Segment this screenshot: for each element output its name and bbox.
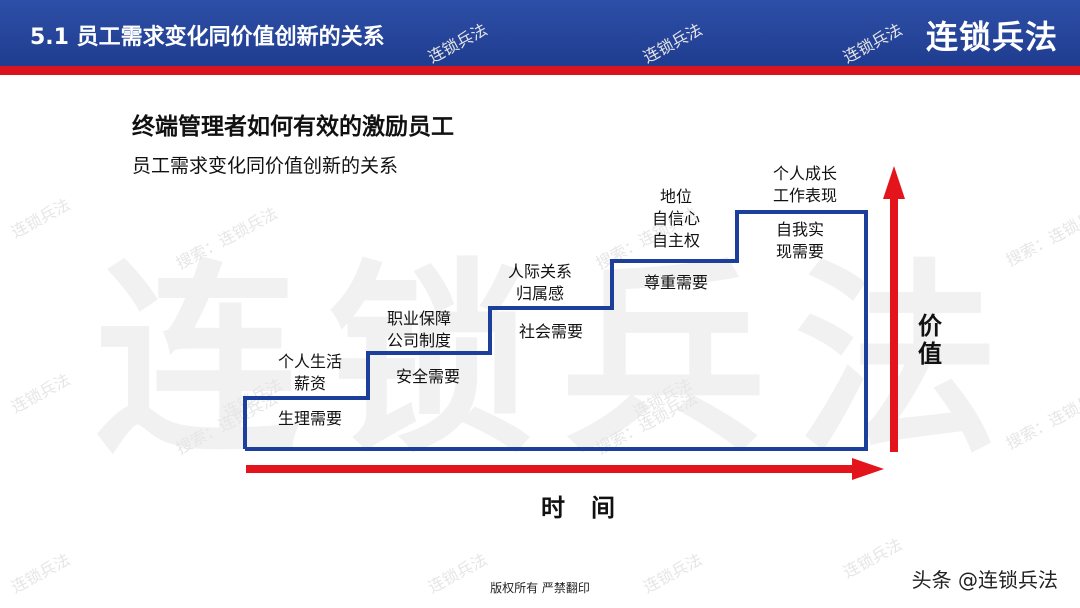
step-items-label: 人际关系 归属感 [507,262,573,303]
time-axis-arrowhead [852,458,884,480]
brand-logo: 连锁兵法 [925,18,1058,56]
value-axis-arrowhead [883,166,905,199]
slide-heading: 终端管理者如何有效的激励员工 [132,114,454,140]
staircase-outline [243,210,868,451]
step-need-label: 生理需要 [277,409,343,428]
step-items-label: 职业保障 公司制度 [386,309,452,350]
step-items-label: 个人成长 工作表现 [772,164,838,205]
value-axis-label: 价值 [918,312,942,368]
step-need-label: 自我实 现需要 [775,220,825,261]
step-need-label: 安全需要 [395,367,461,386]
step-items-label: 个人生活 薪资 [277,352,343,393]
header-red-stripe [0,66,1080,75]
copyright-notice: 版权所有 严禁翻印 [490,581,590,595]
step-need-label: 社会需要 [518,322,584,341]
page-title: 5.1 员工需求变化同价值创新的关系 [30,25,385,50]
header-bar [0,0,1080,66]
step-items-label: 地位 自信心 自主权 [651,187,701,250]
time-axis-label: 时间 [541,494,641,522]
slide-subheading: 员工需求变化同价值创新的关系 [132,155,399,177]
source-credit: 头条 @连锁兵法 [911,568,1058,592]
step-need-label: 尊重需要 [643,273,709,292]
